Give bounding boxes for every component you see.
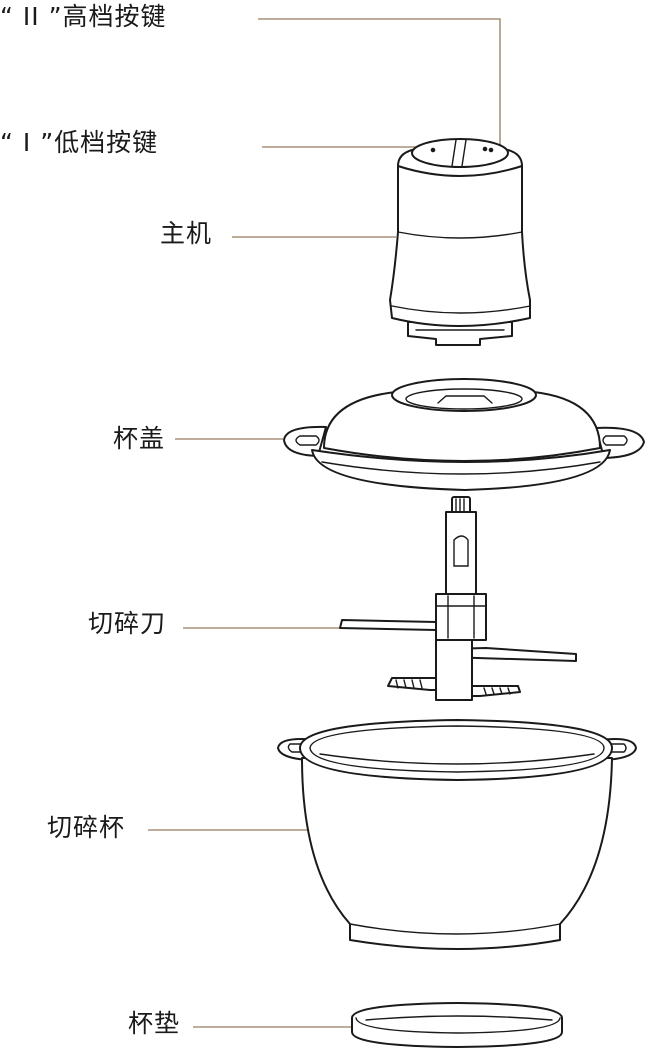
label-bowl: 切碎杯 [47, 813, 125, 842]
bowl [277, 719, 637, 950]
label-lid: 杯盖 [113, 424, 165, 453]
lid [283, 378, 645, 491]
dot-high-icon-b [488, 147, 494, 153]
dot-high-icon-a [482, 146, 488, 152]
base-pad [351, 1002, 563, 1048]
label-blade: 切碎刀 [88, 609, 166, 638]
label-high-button: “ II ”高档按键 [0, 2, 167, 31]
top-buttons [411, 138, 509, 168]
motor-unit [389, 138, 531, 346]
label-base-pad: 杯垫 [128, 1009, 180, 1038]
label-motor-unit: 主机 [160, 219, 212, 248]
dot-low-icon [430, 147, 436, 153]
blade-assembly [339, 496, 577, 701]
label-low-button: “ I ”低档按键 [0, 128, 158, 157]
leader-high-button [258, 18, 501, 152]
